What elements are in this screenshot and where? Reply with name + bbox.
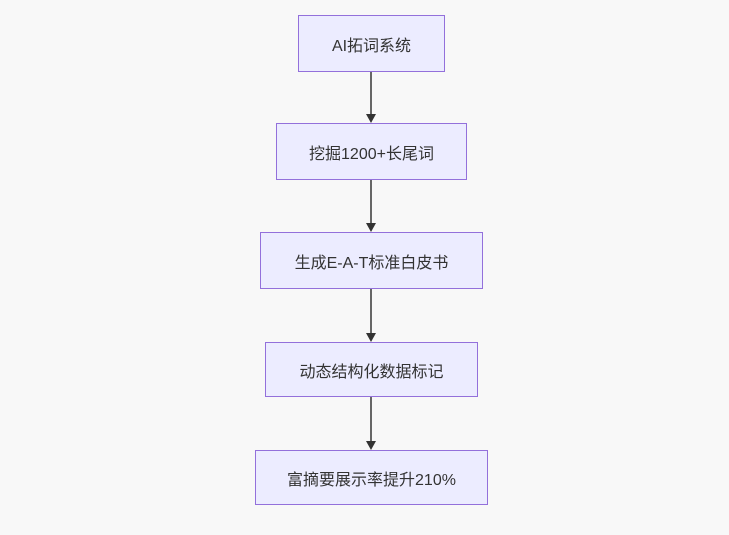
flow-node-label: 挖掘1200+长尾词 <box>309 145 434 163</box>
edge-line <box>370 180 372 224</box>
flow-edge-2 <box>365 180 377 232</box>
edge-line <box>370 397 372 442</box>
flow-edge-4 <box>365 397 377 450</box>
flow-node-ai-keyword-system: AI拓词系统 <box>298 15 445 72</box>
flow-node-label: 动态结构化数据标记 <box>299 363 444 381</box>
flow-node-eat-whitepaper: 生成E-A-T标准白皮书 <box>260 232 483 289</box>
flow-node-label: AI拓词系统 <box>331 37 412 55</box>
flow-edge-3 <box>365 289 377 342</box>
flow-node-label: 生成E-A-T标准白皮书 <box>294 254 449 272</box>
flow-node-rich-snippet-result: 富摘要展示率提升210% <box>255 450 488 505</box>
edge-line <box>370 289 372 334</box>
arrow-down-icon <box>366 441 376 450</box>
flow-edge-1 <box>365 72 377 123</box>
flow-node-structured-data-markup: 动态结构化数据标记 <box>265 342 478 397</box>
flow-node-longtail-mining: 挖掘1200+长尾词 <box>276 123 467 180</box>
arrow-down-icon <box>366 223 376 232</box>
edge-line <box>370 72 372 115</box>
arrow-down-icon <box>366 114 376 123</box>
arrow-down-icon <box>366 333 376 342</box>
flow-node-label: 富摘要展示率提升210% <box>287 471 456 489</box>
